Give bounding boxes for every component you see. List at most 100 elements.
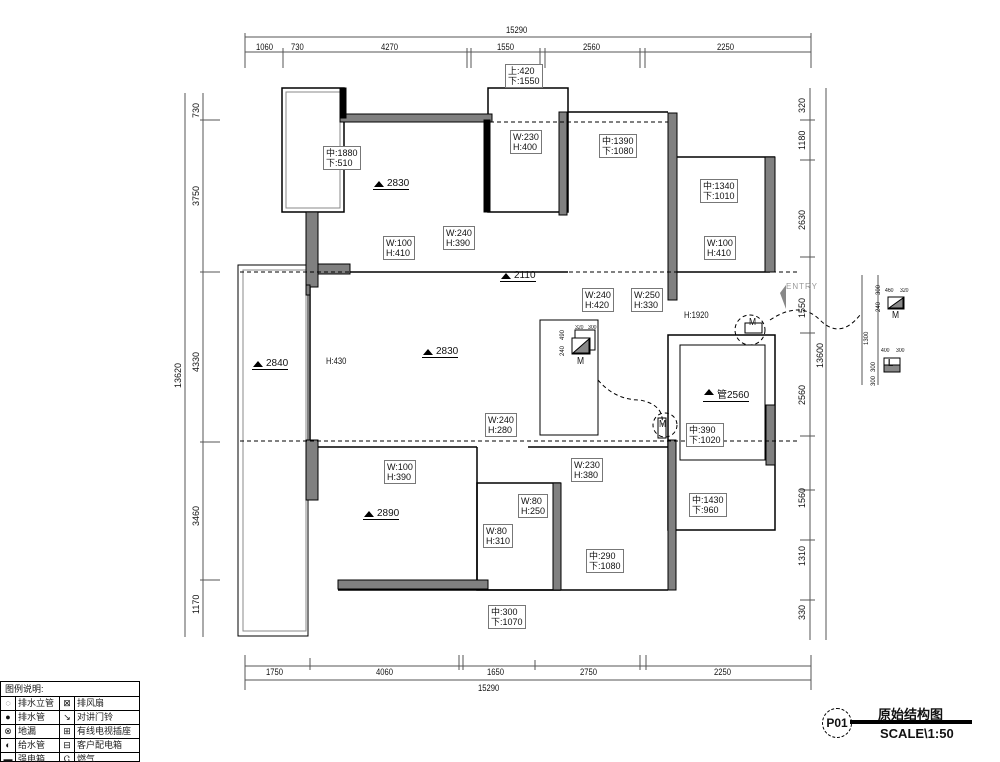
tag-line: 中:1340: [703, 181, 735, 191]
dim-left-segment: 3750: [191, 185, 201, 206]
ceiling-height-bedroom-bottom-left: 2890: [363, 508, 400, 520]
beam-lines: [240, 121, 861, 442]
tag-line: H:380: [574, 470, 599, 480]
ceiling-height-icon: [364, 511, 374, 517]
drain-pipe-icon: ●: [1, 711, 16, 724]
detail-meter-label: M: [892, 310, 900, 321]
ceiling-value: 2110: [514, 270, 536, 281]
dim-right-segment: 330: [797, 604, 807, 620]
legend-row: ●排水管 ↘对讲门铃: [1, 711, 139, 725]
entry-label: ENTRY: [786, 282, 818, 291]
legend-label: 有线电视插座: [77, 726, 132, 736]
detail-total: 1300: [864, 331, 870, 345]
legend-label: 给水管: [18, 740, 46, 750]
dim-right-overall: 13600: [815, 342, 825, 368]
dim-top-segment: 1060: [256, 42, 274, 52]
tag-line: W:100: [386, 238, 412, 248]
tag-line: H:310: [486, 536, 511, 546]
legend-label: 燃气: [77, 754, 96, 762]
living-window-height-label: H:430: [326, 356, 347, 366]
dim-right-segment: 320: [797, 97, 807, 113]
legend-label: 地漏: [18, 726, 37, 736]
legend-label: 排风扇: [77, 698, 105, 708]
tag-line: H:250: [521, 506, 546, 516]
door-bell-icon: ↘: [60, 711, 75, 724]
entry-height-label: H:1920: [684, 310, 709, 320]
tag-line: H:420: [585, 300, 610, 310]
legend-item: ⊞有线电视插座: [60, 725, 139, 738]
legend-label: 排水管: [18, 712, 46, 722]
tag-line: W:100: [707, 238, 733, 248]
ceiling-height-beam: 2110: [500, 270, 536, 282]
tag-line: H:280: [488, 425, 513, 435]
dim-bottom-segment: 4060: [376, 667, 394, 677]
meter-label-hall: M: [659, 419, 667, 430]
meter-dim: 490: [560, 329, 566, 340]
tag-line: 上:420: [508, 66, 535, 76]
tag-line: 下:1020: [689, 435, 721, 445]
ceiling-height-icon: [704, 389, 714, 395]
dim-right-segment: 1550: [797, 297, 807, 318]
tag-line: 中:390: [689, 425, 716, 435]
meter-dim: 300: [588, 325, 597, 331]
ceiling-value: 2830: [436, 346, 459, 357]
dim-top-segment: 2560: [583, 42, 601, 52]
dim-bottom-segment: 2750: [580, 667, 598, 677]
meter-label-entry: M: [749, 317, 757, 328]
detail-dim: 300: [871, 361, 877, 372]
tag-line: 下:1080: [602, 146, 634, 156]
tv-socket-icon: ⊞: [60, 725, 75, 738]
dim-left-segment: 4330: [191, 351, 201, 372]
legend-item: ↘对讲门铃: [60, 711, 139, 724]
detail-dim: 460: [885, 288, 894, 294]
legend-label: 排水立管: [18, 698, 55, 708]
legend-label: 强电箱: [18, 754, 46, 762]
walls-outline: [237, 87, 776, 637]
dim-right-segment: 1560: [797, 487, 807, 508]
floor-drain-icon: ⊗: [1, 725, 16, 738]
dim-left-segment: 730: [191, 102, 201, 118]
ceiling-height-bathroom: 管2560: [703, 386, 750, 402]
detail-dim: 320: [900, 288, 909, 294]
ceiling-height-icon: [501, 273, 511, 279]
legend-item: ⊟客户配电箱: [60, 739, 139, 752]
dim-bottom-segment: 1650: [487, 667, 505, 677]
tag-line: 中:1430: [692, 495, 724, 505]
tag-line: H:400: [513, 142, 538, 152]
tag-line: H:330: [634, 300, 659, 310]
tag-line: 中:290: [589, 551, 616, 561]
ceiling-height-icon: [253, 361, 263, 367]
structural-walls: [305, 87, 776, 591]
dim-left-overall: 13620: [173, 362, 183, 388]
dim-top-overall: 15290: [506, 25, 528, 35]
dim-bottom-segment: 1750: [266, 667, 284, 677]
dim-right-segment: 1180: [797, 130, 807, 150]
distribution-box-icon: ⊟: [60, 739, 75, 752]
exhaust-fan-icon: ⊠: [60, 697, 75, 710]
ceiling-height-balcony: 2840: [252, 358, 289, 370]
tag-line: 下:1080: [589, 561, 621, 571]
detail-dim: 300: [871, 375, 877, 386]
detail-dim: 400: [881, 348, 890, 354]
tag-line: H:410: [386, 248, 411, 258]
ceiling-value: 2890: [377, 508, 400, 519]
ceiling-height-icon: [374, 181, 384, 187]
tag-line: H:390: [387, 472, 412, 482]
legend-item: ⊗地漏: [1, 725, 60, 738]
meter-label: M: [577, 356, 585, 367]
legend-row: ⊗地漏 ⊞有线电视插座: [1, 725, 139, 739]
tag-line: W:80: [521, 496, 542, 506]
tag-line: W:240: [446, 228, 472, 238]
tag-line: 中:1390: [602, 136, 634, 146]
drawing-scale: SCALE\1:50: [880, 726, 954, 741]
detail-dim: 300: [876, 284, 882, 295]
